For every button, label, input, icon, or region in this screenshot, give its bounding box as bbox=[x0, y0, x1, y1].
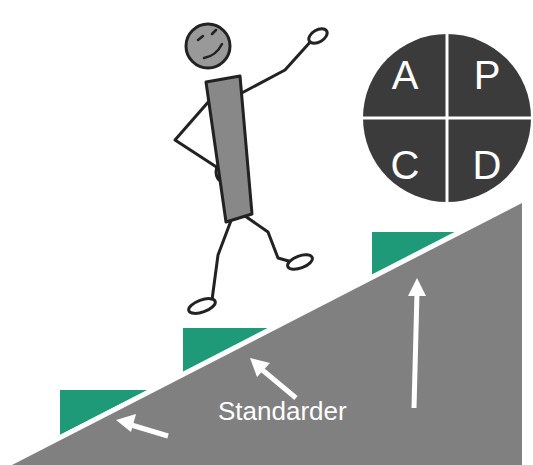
leader-arrows bbox=[116, 278, 426, 436]
pdca-circle: AP CD bbox=[362, 33, 532, 203]
leg bbox=[212, 218, 232, 300]
body bbox=[206, 76, 252, 222]
leader-arrow bbox=[260, 368, 296, 398]
circle-outline bbox=[362, 33, 532, 203]
arrow-head bbox=[116, 414, 136, 432]
slope-edge bbox=[20, 199, 522, 457]
hand bbox=[306, 26, 329, 46]
quadrant-divider bbox=[362, 117, 532, 120]
circle-fill bbox=[363, 34, 531, 202]
quadrant-letter: A bbox=[375, 55, 435, 95]
slope bbox=[12, 203, 522, 465]
eye bbox=[212, 30, 216, 34]
quadrant-letter: D bbox=[457, 145, 517, 185]
raised-arm bbox=[238, 40, 312, 95]
foot bbox=[187, 296, 217, 317]
smile bbox=[204, 44, 222, 58]
standards-label: Standarder bbox=[218, 398, 347, 424]
head bbox=[186, 24, 230, 68]
arrow-head bbox=[250, 358, 270, 377]
stick-figure bbox=[175, 24, 330, 316]
leg bbox=[245, 216, 292, 262]
quadrant-letter: P bbox=[457, 55, 517, 95]
foot bbox=[286, 252, 315, 272]
leader-arrow bbox=[414, 292, 417, 408]
eye bbox=[198, 36, 203, 40]
arrow-head bbox=[408, 278, 426, 296]
quadrant-letter: C bbox=[375, 145, 435, 185]
leader-arrow bbox=[128, 424, 168, 436]
